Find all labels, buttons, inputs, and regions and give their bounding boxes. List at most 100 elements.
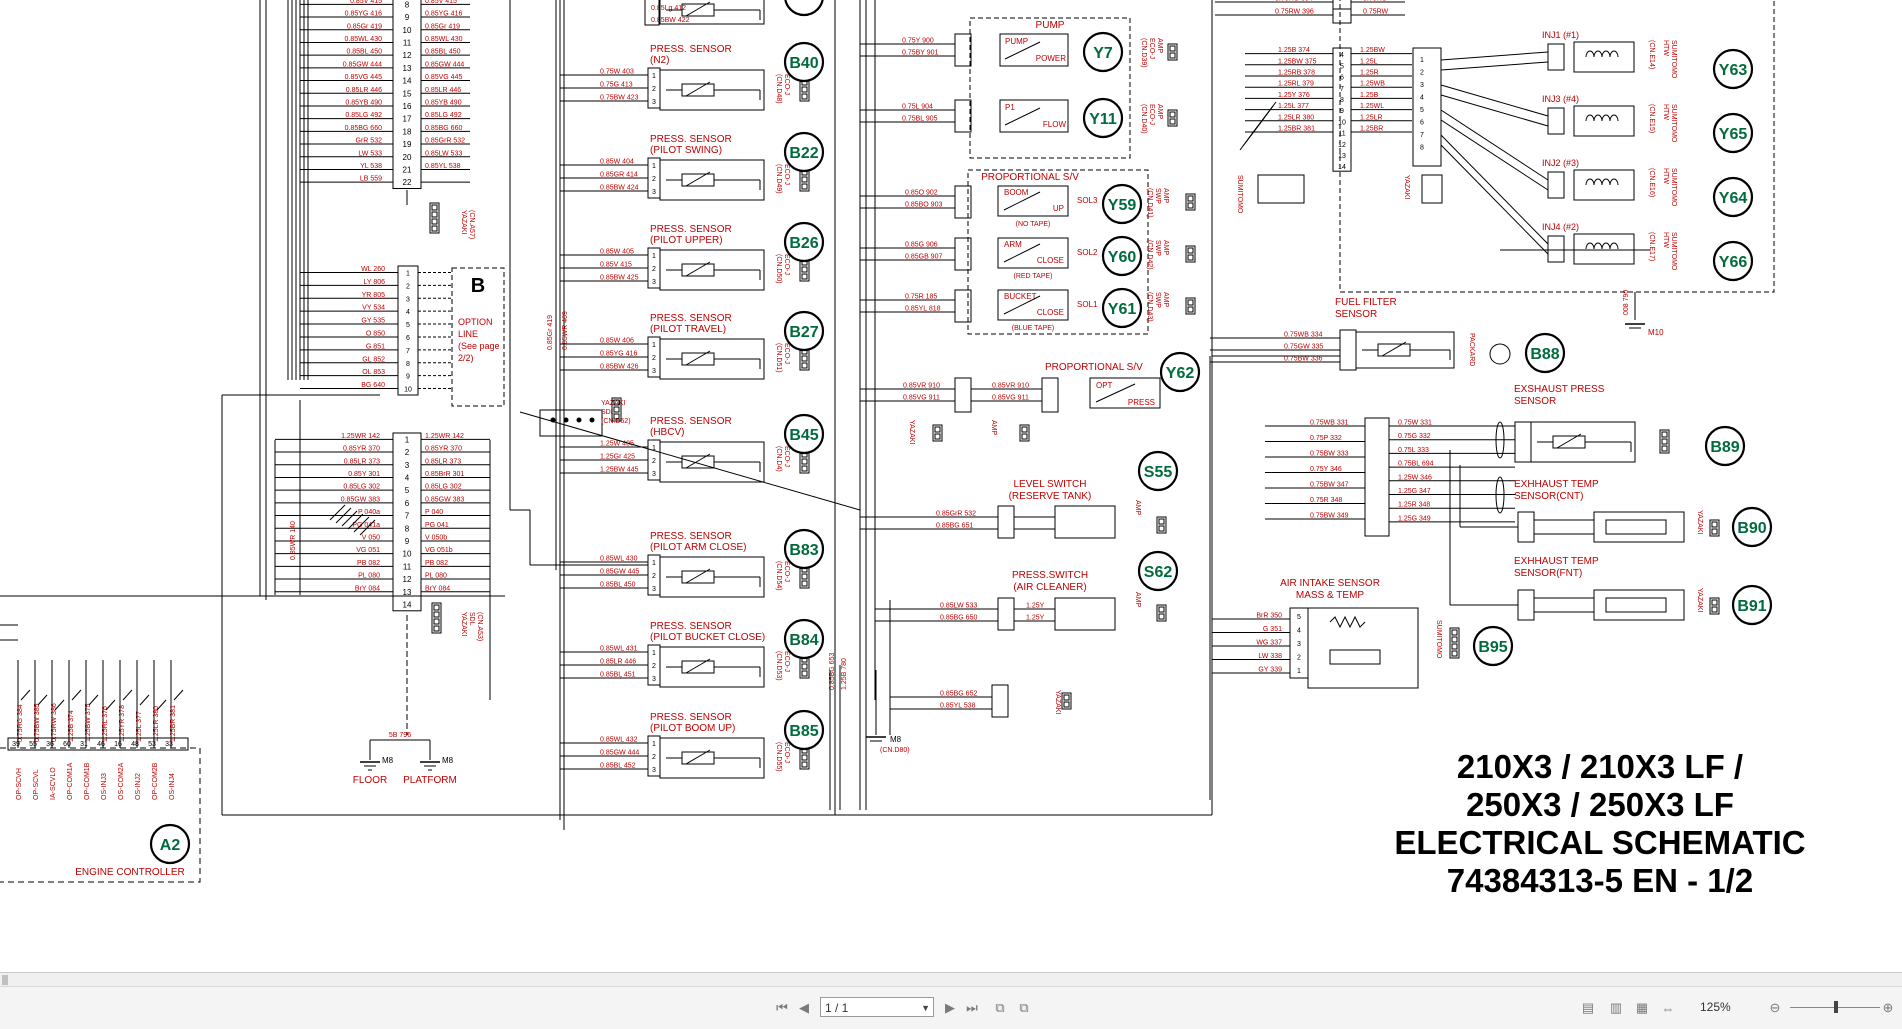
injector-badge-y63 [1712,48,1754,90]
last-page-icon[interactable]: ⏭ [966,1000,978,1015]
solenoid-tag: ARM [1004,240,1022,249]
wire-label: 1.25Gr 425 [600,454,635,461]
pin-number: 15 [403,89,412,98]
option-text: LINE [458,329,478,339]
copy-icon[interactable]: ⧉ [995,1000,1005,1015]
sensor-label: PRESS. SENSOR [650,313,732,324]
wire-label: VG 051 [356,547,380,554]
conn-label: SUMITOMO [1670,104,1677,143]
single-page-view-icon[interactable]: ▤ [1581,1000,1595,1015]
wire-label: 0.85Lg 412 [651,5,686,12]
solenoid-arrow [1095,383,1136,403]
wire-label: 0.85GW 444 [425,61,464,68]
prev-page-icon[interactable]: ◀ [799,1000,809,1015]
sensor-connector [644,0,660,26]
pin-number: 4 [1420,95,1424,102]
connector-cavity [431,204,438,211]
wire-label: 0.85WR 140 [290,521,297,560]
wire-label: 0.85YB 490 [345,99,382,106]
connector-cavity [1063,701,1070,708]
pin-number: 3 [652,368,656,375]
connector-icon [1709,519,1720,537]
connector-icon [932,424,943,442]
zoom-level[interactable]: 125% [1700,1000,1731,1014]
wire-label: 0.85WL 430 [600,556,638,563]
page-number-value: 1 / 1 [825,1001,849,1015]
connector-left-mid [392,432,422,612]
sensor-arrow [685,749,711,765]
wire-break [20,689,31,701]
wire-break [122,689,133,701]
wire-label: OL 853 [362,369,385,376]
injector-body [1573,105,1635,137]
sensor-badge-b84 [783,618,825,660]
wire-label: VG 051b [425,547,453,554]
pressure-sensor-1 [659,159,765,201]
level-switch-body [1054,505,1116,539]
wire-label: P 040a [358,509,380,516]
chevron-down-icon[interactable]: ▼ [921,1003,930,1013]
horizontal-scrollbar[interactable] [0,972,1902,987]
solenoid-sub: POWER [1036,54,1066,63]
connector-cavity [1158,518,1165,525]
wire-label: 0.85BG 651 [936,523,973,530]
solenoid-tag: P1 [1005,103,1015,112]
first-page-icon[interactable]: ⏮ [776,1000,788,1015]
scrollbar-thumb[interactable] [2,975,8,985]
prop-sv-frame [967,169,1149,335]
wire-label: 0.85YR 370 [425,446,462,453]
pin-number: 5 [1340,63,1344,70]
wire-label: LW 533 [358,150,382,157]
two-page-view-icon[interactable]: ▦ [1635,1000,1649,1015]
sensor-arrow [685,81,711,97]
page-number-input[interactable]: 1 / 1 ▼ [820,997,934,1017]
prop-badge-y62 [1159,351,1201,393]
zoom-out-icon[interactable]: ⊖ [1769,1000,1781,1015]
paste-icon[interactable]: ⧉ [1019,1000,1029,1015]
zoom-slider-thumb[interactable] [1834,1001,1838,1013]
solenoid-arrow [1003,243,1041,263]
fit-width-icon[interactable]: ⇔ [1661,1000,1675,1016]
pump-badge-y7-label: Y7 [1093,45,1113,62]
wire-label: 0.85GR 414 [600,172,638,179]
connector-cavity [1021,433,1028,440]
pin-number: 2 [652,458,656,465]
wire-label: 0.85WR 409 [562,311,569,350]
connector-cavity [934,426,941,433]
connector-cavity [1711,528,1718,535]
pin-number: 5 [1420,107,1424,114]
connector-icon [1019,424,1030,442]
exh-temp-fnt-connector [1517,589,1535,621]
sensor-arrow [685,453,711,469]
exh-press-connector [1514,421,1532,463]
tape-note: (BLUE TAPE) [1012,325,1055,332]
sensor-arrow [1556,433,1582,449]
wire-label: 0.85VG 911 [992,395,1029,402]
injector-body [1573,169,1635,201]
connector-cavity [1169,111,1176,118]
wire-label: 1.25BR [1360,126,1383,133]
pin-number: 7 [1340,86,1344,93]
wire-label: LB 559 [360,176,382,183]
wire-break [173,689,184,701]
connector-cavity [801,573,808,580]
continuous-view-icon[interactable]: ▥ [1609,1000,1623,1015]
pin-number: 6 [406,335,410,342]
connector-cavity [1451,636,1458,643]
connector-icon [1167,109,1178,127]
conn-label: YAZAKI [908,420,915,444]
pump-badge-y7 [1082,31,1124,73]
zoom-in-icon[interactable]: ⊕ [1882,1000,1894,1015]
wire-label: 0.75BL 905 [902,116,938,123]
pump-connector [954,99,972,133]
wire-label: 0.75RG 394 [1275,0,1313,3]
pin-number: 33 [165,741,173,748]
wire-label: 1.25BW 445 [600,467,639,474]
wire-label: 0.85VG 911 [903,395,940,402]
connector-icon-a53 [431,602,442,634]
sensor-badge-b85 [783,709,825,751]
wire-label: 0.85GrR 532 [936,511,976,518]
next-page-icon[interactable]: ▶ [945,1000,955,1015]
injector-coil [1601,50,1611,58]
wire-label: 1.25L [1360,58,1378,65]
